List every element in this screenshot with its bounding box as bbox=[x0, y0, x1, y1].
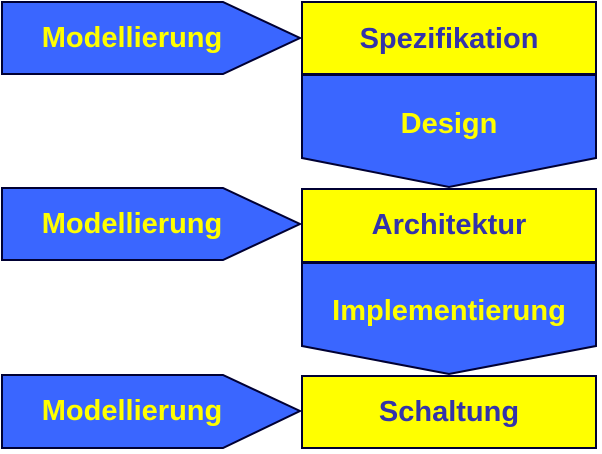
implementation-pentagon: Implementierung bbox=[301, 262, 597, 376]
modeling-arrow-3-label: Modellierung bbox=[42, 395, 222, 427]
modeling-arrow-2: Modellierung bbox=[1, 187, 303, 261]
modeling-arrow-1: Modellierung bbox=[1, 1, 303, 75]
architecture-box: Architektur bbox=[301, 188, 597, 263]
design-pentagon: Design bbox=[301, 74, 597, 189]
implementation-label: Implementierung bbox=[332, 295, 566, 327]
specification-label: Spezifikation bbox=[360, 23, 539, 55]
design-label: Design bbox=[401, 108, 498, 140]
modeling-arrow-3: Modellierung bbox=[1, 374, 303, 449]
modeling-arrow-1-label: Modellierung bbox=[42, 22, 222, 54]
circuit-label: Schaltung bbox=[379, 396, 519, 428]
modeling-arrow-2-label: Modellierung bbox=[42, 208, 222, 240]
architecture-label: Architektur bbox=[372, 209, 527, 241]
circuit-box: Schaltung bbox=[301, 375, 597, 449]
specification-box: Spezifikation bbox=[301, 1, 597, 75]
